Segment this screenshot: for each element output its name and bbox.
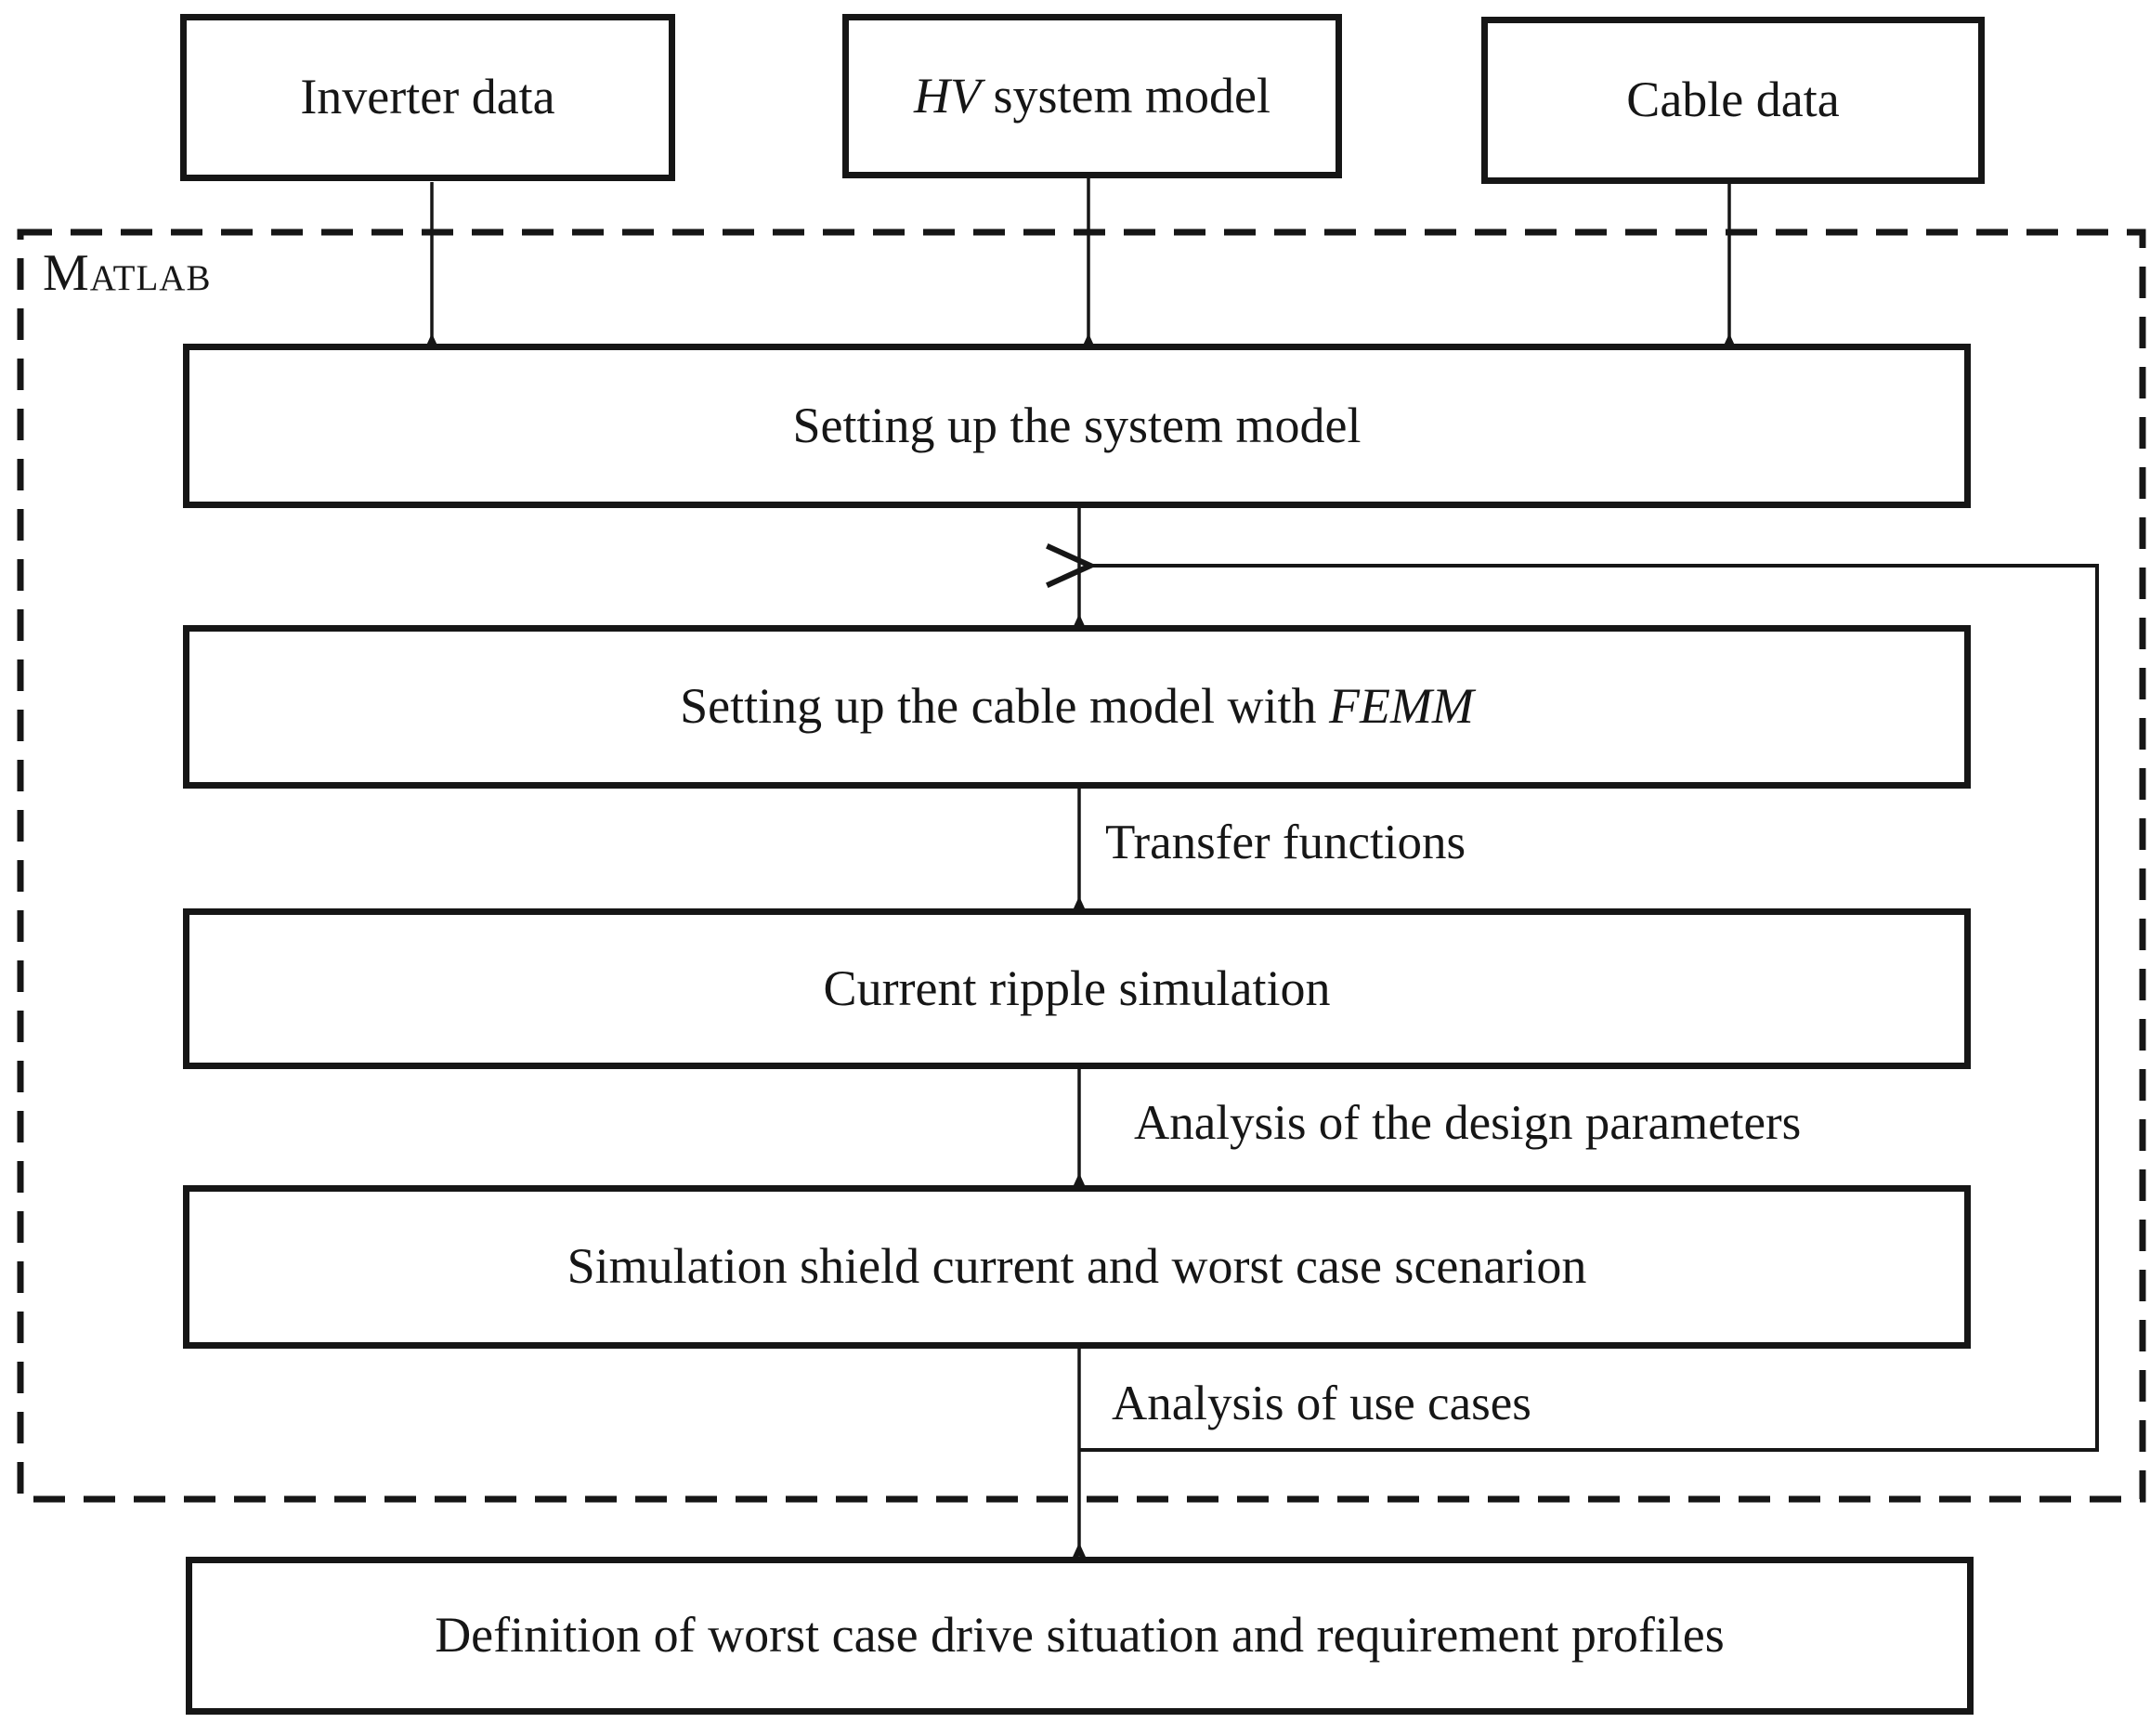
flow-box-current-ripple: Current ripple simulation [183, 908, 1971, 1069]
flow-box-current-ripple-label: Current ripple simulation [823, 959, 1331, 1016]
output-box-definition: Definition of worst case drive situation… [186, 1557, 1974, 1715]
flow-box-cable-model: Setting up the cable model with FEMM [183, 625, 1971, 789]
matlab-label: Matlab [43, 244, 212, 302]
input-box-inverter-data: Inverter data [180, 14, 675, 181]
flow-box-cable-model-label: Setting up the cable model with FEMM [680, 679, 1474, 734]
matlab-container-border [17, 228, 2146, 1503]
input-box-inverter-data-label: Inverter data [300, 69, 555, 125]
flow-box-system-model-label: Setting up the system model [792, 397, 1362, 453]
flow-box-shield-simulation: Simulation shield current and worst case… [183, 1185, 1971, 1349]
flow-box-system-model: Setting up the system model [183, 344, 1971, 508]
input-box-hv-system-model: HV system model [842, 14, 1342, 178]
edge-label-transfer-functions: Transfer functions [1105, 816, 1466, 869]
edge-label-design-parameters: Analysis of the design parameters [1134, 1096, 1802, 1150]
input-box-cable-data: Cable data [1481, 17, 1985, 184]
cable-model-pre-text: Setting up the cable model with [680, 678, 1329, 735]
feedback-loop-line [1079, 566, 2099, 1452]
hv-rest-text: system model [981, 67, 1270, 124]
output-box-definition-label: Definition of worst case drive situation… [435, 1607, 1725, 1664]
hv-italic-text: HV [914, 67, 981, 124]
edge-label-use-cases: Analysis of use cases [1112, 1377, 1531, 1430]
input-box-hv-system-model-label: HV system model [914, 67, 1270, 124]
input-box-cable-data-label: Cable data [1626, 72, 1840, 128]
flow-box-shield-simulation-label: Simulation shield current and worst case… [567, 1238, 1587, 1295]
femm-italic-text: FEMM [1328, 678, 1474, 735]
